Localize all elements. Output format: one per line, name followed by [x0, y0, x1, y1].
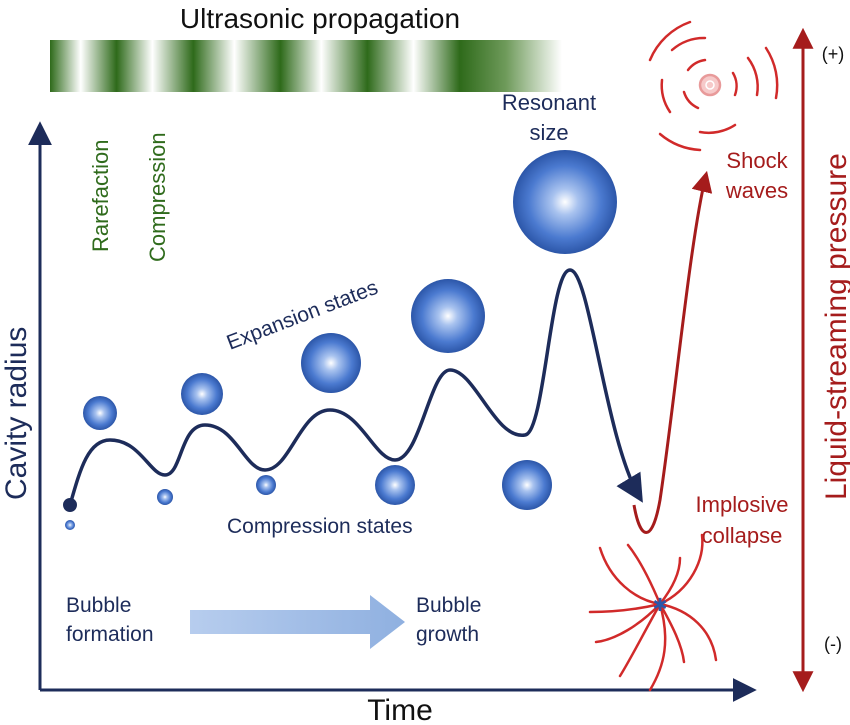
rarefaction-label: Rarefaction	[88, 139, 113, 252]
bubble-compression-1	[157, 489, 173, 505]
curve-start-dot	[63, 498, 77, 512]
shock-waves-label-line2: waves	[725, 178, 788, 203]
bubble-expansion-2	[181, 373, 223, 415]
resonant-label-line1: Resonant	[502, 90, 596, 115]
bubble-resonant	[513, 150, 617, 254]
implosive-collapse-label-line2: collapse	[702, 523, 783, 548]
bubble-expansion-4	[411, 279, 485, 353]
x-axis-label: Time	[367, 694, 433, 725]
bubble-expansion-1	[83, 396, 117, 430]
shock-waves-label-line1: Shock	[726, 148, 788, 173]
bubble-formation-label-line1: Bubble	[66, 594, 131, 617]
bubble-compression-0	[65, 520, 75, 530]
implosive-collapse-label-line1: Implosive	[696, 492, 789, 517]
collapse-curve	[632, 170, 713, 534]
ultrasonic-wave-band	[50, 40, 562, 92]
diagram-title: Ultrasonic propagation	[180, 3, 460, 34]
compression-label: Compression	[145, 132, 170, 262]
y-axis-label: Cavity radius	[0, 327, 33, 500]
bubble-compression-3	[375, 465, 415, 505]
pressure-minus-label: (-)	[824, 634, 842, 654]
bubble-compression-2	[256, 475, 276, 495]
pressure-plus-label: (+)	[822, 44, 845, 64]
shock-waves-icon	[648, 20, 779, 152]
implosion-icon	[588, 533, 718, 692]
cavity-radius-curve	[68, 268, 643, 506]
bubble-growth-label-line2: growth	[416, 623, 479, 646]
bubble-formation-label-line2: formation	[66, 623, 154, 646]
bubble-growth-label-line1: Bubble	[416, 594, 481, 617]
resonant-label-line2: size	[529, 120, 568, 145]
implosion-center-icon: ✱	[652, 595, 667, 615]
growth-arrow	[190, 595, 405, 649]
pressure-axis-label: Liquid-streaming pressure	[820, 153, 850, 500]
expansion-states-label: Expansion states	[224, 276, 382, 355]
compression-states-label: Compression states	[227, 515, 413, 538]
bubble-compression-4	[502, 460, 552, 510]
bubble-expansion-3	[301, 333, 361, 393]
